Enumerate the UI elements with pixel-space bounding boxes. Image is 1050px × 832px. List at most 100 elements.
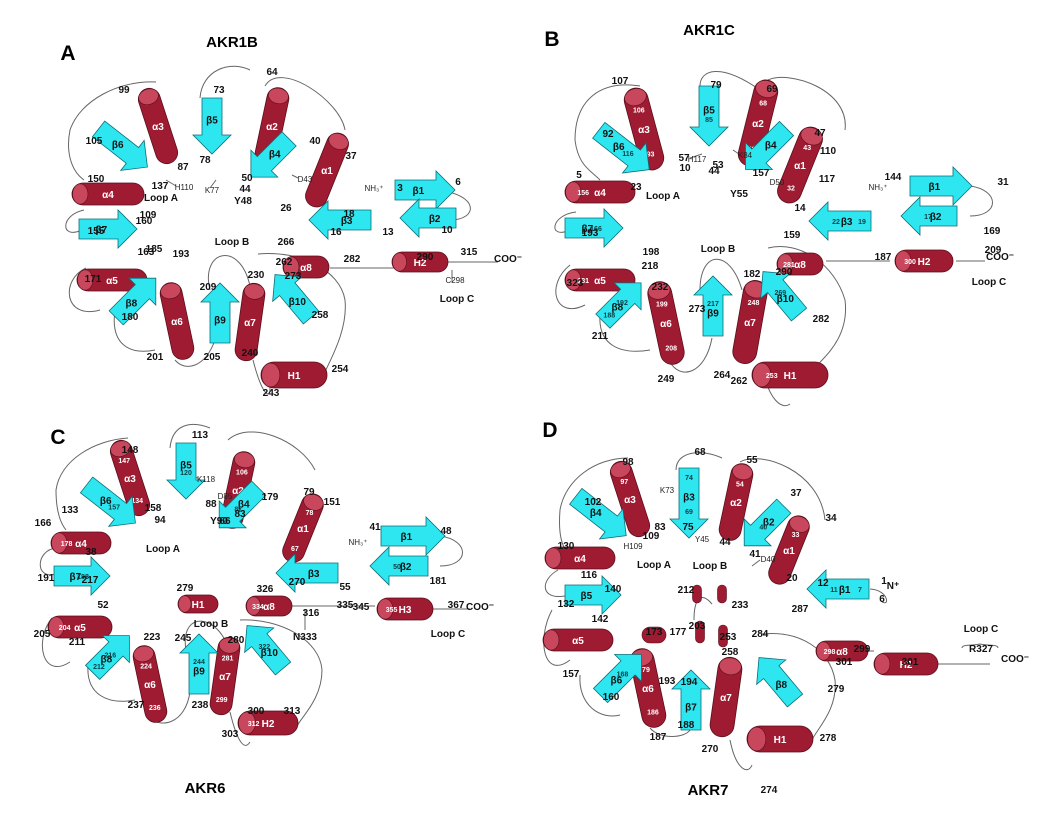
panel-d-helix-H2-label: H2 xyxy=(900,660,913,671)
panel-c-strand-4-residue: 87 xyxy=(234,507,242,514)
panel-a-loop xyxy=(252,359,271,395)
panel-d-strand-8: β8 xyxy=(756,657,804,708)
panel-b-residue-number: 290 xyxy=(776,267,793,278)
panel-a-strand-7-label: β7 xyxy=(96,225,108,236)
panel-b-strand-2-label: β2 xyxy=(930,212,942,223)
panel-a-helix-3: α3 xyxy=(137,87,179,165)
panel-a-strand-2-label: β2 xyxy=(429,214,441,225)
panel-a-residue-number: 201 xyxy=(147,352,164,363)
panel-b-helix-8-residue: 281 xyxy=(783,262,795,269)
panel-b-helix-3-label: α3 xyxy=(638,125,650,136)
panel-b-residue-number: 193 xyxy=(582,228,599,239)
panel-a-residue-number: 16 xyxy=(330,227,342,238)
panel-d-helix-5-label: α5 xyxy=(572,636,584,647)
panel-b-residue-number: 262 xyxy=(731,376,748,387)
panel-c-residue-number: 151 xyxy=(324,497,341,508)
panel-c-helix-6-label: α6 xyxy=(144,680,156,691)
panel-d-residue-number: 98 xyxy=(622,457,634,468)
panel-b-residue-number: 79 xyxy=(710,80,722,91)
panel-d-loop xyxy=(675,452,723,471)
panel-b-strand-7-label: β7 xyxy=(582,224,594,235)
panel-c-helix-H3-residue: 355 xyxy=(386,607,398,614)
panel-b-residue-number: 144 xyxy=(885,172,902,183)
panel-d-annotation: H109 xyxy=(623,542,643,551)
panel-d-helix-2-label: α2 xyxy=(730,498,742,509)
panel-b-loop xyxy=(599,314,651,352)
panel-d-helix-2-residue: 54 xyxy=(736,482,744,489)
panel-c-residue-number: 245 xyxy=(175,633,192,644)
panel-b-residue-number: 157 xyxy=(753,168,770,179)
panel-a-residue-number: 109 xyxy=(140,210,157,221)
panel-a-strand-6-label: β6 xyxy=(112,140,124,151)
panel-d-residue-number: 212 xyxy=(678,585,695,596)
panel-a-loop xyxy=(174,339,216,367)
panel-c-residue-number: 335 xyxy=(337,600,354,611)
panel-c-residue-number: 38 xyxy=(85,547,97,558)
panel-d-residue-number: 287 xyxy=(792,604,809,615)
panel-d-residue-number: 12 xyxy=(817,578,829,589)
panel-c-annotation: N333 xyxy=(293,632,317,643)
panel-c-helix-5-label: α5 xyxy=(74,623,86,634)
panel-c-loop xyxy=(55,437,129,531)
panel-a-strand-4: β4 xyxy=(250,131,297,178)
panel-d-title: AKR7 xyxy=(688,782,729,799)
panel-d-residue-number: 278 xyxy=(820,733,837,744)
panel-c-loop xyxy=(39,547,57,576)
panel-b-strand-3-residue: 19 xyxy=(858,219,866,226)
panel-a-annotation: NH₃⁺ xyxy=(364,184,383,193)
panel-d-loopc-bracket xyxy=(961,643,999,649)
panel-d-residue-number: 258 xyxy=(722,647,739,658)
panel-a-residue-number: 160 xyxy=(136,216,153,227)
panel-a-residue-number: 64 xyxy=(266,67,278,78)
panel-d-residue-number: 75 xyxy=(682,522,694,533)
panel-a-loop xyxy=(199,65,251,99)
panel-a-annotation: D43 xyxy=(298,175,313,184)
panel-d-residue-number: 142 xyxy=(592,614,609,625)
panel-b-annotation: NH₃⁺ xyxy=(868,183,887,192)
panel-d-strand-2-label: β2 xyxy=(763,517,775,528)
panel-b-strand-4-label: β4 xyxy=(765,140,777,151)
panel-b-helix-H2-residue: 300 xyxy=(904,259,916,266)
panel-d-residue-number: 102 xyxy=(585,497,602,508)
annotation-connector xyxy=(291,174,299,179)
panel-a-strand-1-label: β1 xyxy=(413,186,425,197)
panel-b-annotation: D50 xyxy=(770,178,785,187)
panel-b-loop xyxy=(699,258,743,291)
panel-a-strand-3: β3 xyxy=(308,200,372,240)
panel-a-annotation: C298 xyxy=(445,276,465,285)
panel-d-residue-number: 83 xyxy=(654,522,666,533)
panel-c-residue-number: 66 xyxy=(219,516,231,527)
panel-b-strand-8-residue: 188 xyxy=(603,313,615,320)
panel-b-helix-3-residue: 106 xyxy=(633,108,645,115)
panel-d-residue-number: 44 xyxy=(719,537,731,548)
panel-a-helix-2: α2 xyxy=(254,87,290,165)
panel-c-helix-3-residue: 134 xyxy=(131,498,143,505)
panel-c-loop xyxy=(169,424,211,449)
panel-c-strand-2-label: β2 xyxy=(400,562,412,573)
panel-c-residue-number: 113 xyxy=(192,430,209,441)
panel-d-loopb-helix xyxy=(641,626,667,644)
panel-d-residue-number: 173 xyxy=(646,627,663,638)
panel-b-annotation: Loop A xyxy=(646,191,680,202)
panel-c-strand-7-residue: 188 xyxy=(77,574,89,581)
panel-b-residue-number: 69 xyxy=(766,84,778,95)
panel-d-residue-number: 203 xyxy=(689,621,706,632)
panel-b-annotation: Loop B xyxy=(701,244,735,255)
panel-b-residue-number: 57 xyxy=(678,153,690,164)
panel-b-annotation: Loop C xyxy=(972,277,1006,288)
panel-d-loop xyxy=(579,674,621,717)
panel-d-annotation: D40 xyxy=(761,555,776,564)
panel-a-loop xyxy=(264,77,346,131)
